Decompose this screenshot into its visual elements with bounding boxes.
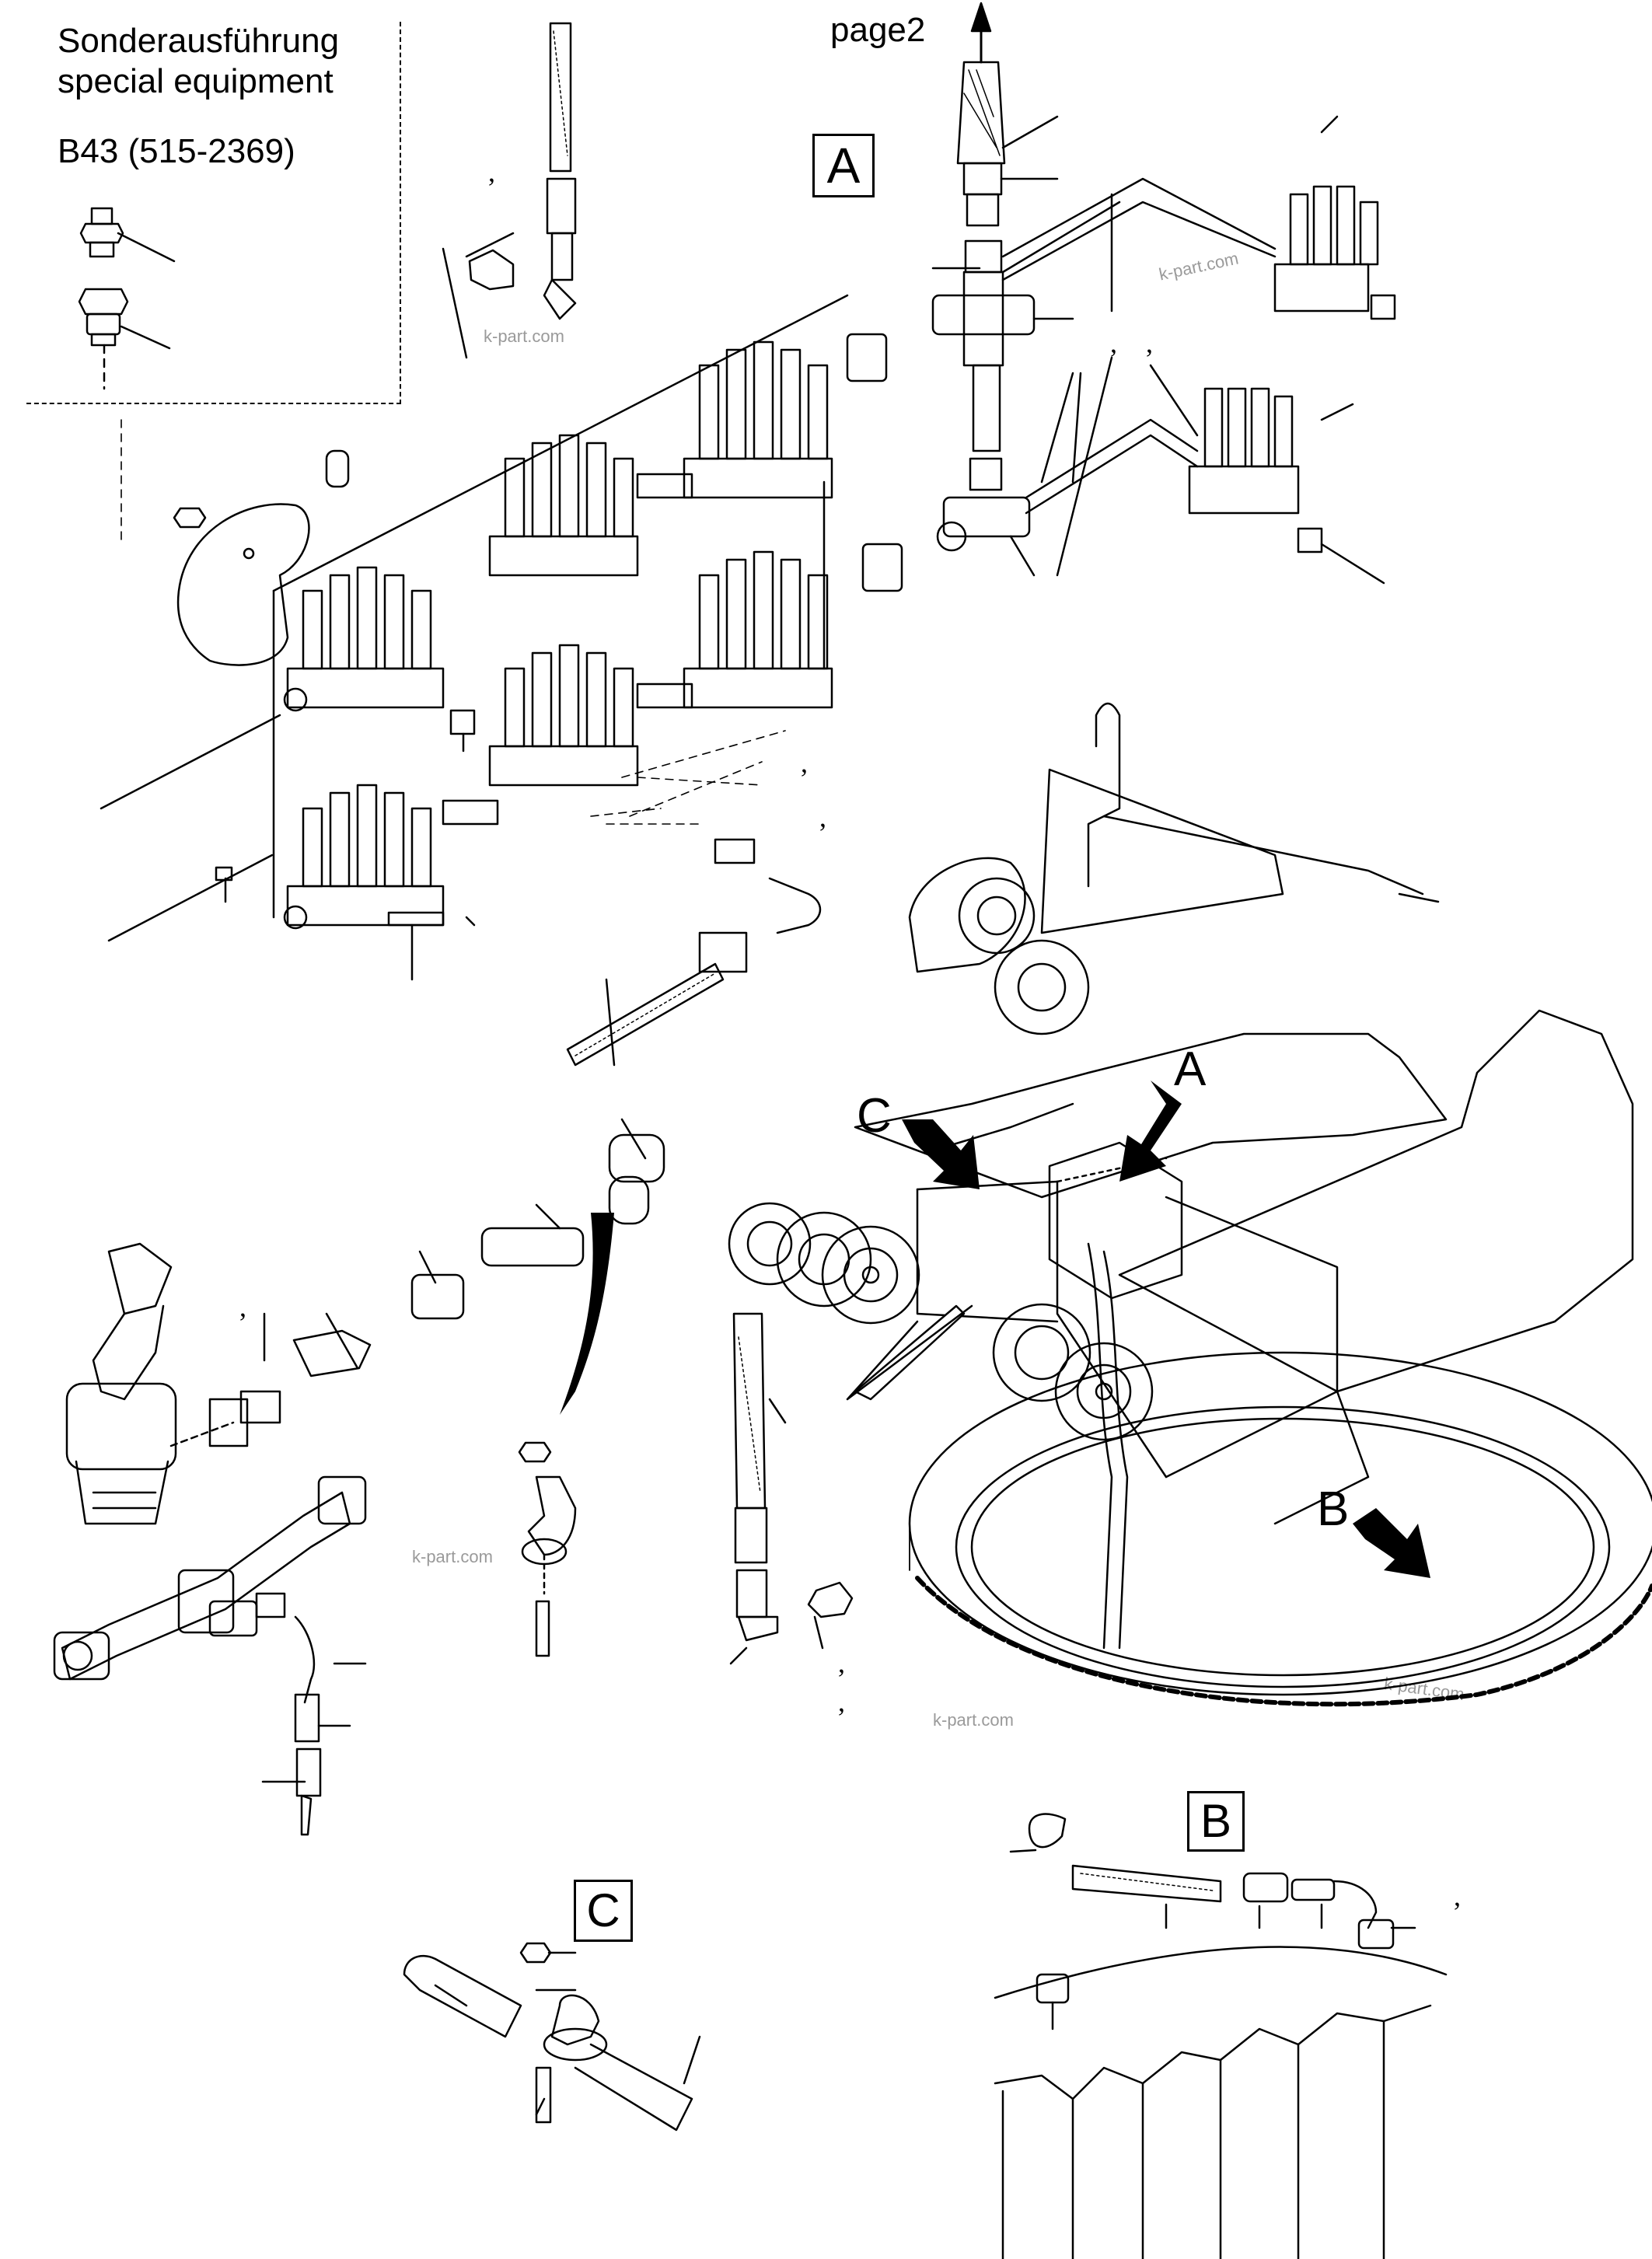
- tick-mark: ,: [1454, 1880, 1461, 1912]
- watermark: k-part.com: [484, 326, 564, 346]
- detail-box-c[interactable]: C: [574, 1880, 633, 1942]
- detail-c: [403, 1942, 701, 2132]
- slewing-ring: [908, 1351, 1652, 1707]
- hose-lower-middle: [729, 1312, 854, 1665]
- page-reference[interactable]: page2: [830, 11, 926, 49]
- distributor-left-bottom: [283, 784, 445, 930]
- undercarriage-outline: [728, 702, 1634, 1650]
- detail-box-b[interactable]: B: [1187, 1791, 1245, 1852]
- distributor-mid-right: [1188, 387, 1385, 585]
- detail-box-a[interactable]: A: [812, 134, 875, 197]
- special-title-de: Sonderausführung: [58, 22, 340, 60]
- tick-mark: ,: [239, 1291, 246, 1322]
- fitting-chain: [208, 1118, 665, 1447]
- watermark: k-part.com: [933, 1710, 1014, 1730]
- distributor-right-top: [683, 340, 833, 499]
- tee-assembly: [53, 1475, 367, 1836]
- distributor-right-bottom: [683, 550, 833, 709]
- special-equipment-box: Sonderausführung special equipment B43 (…: [26, 22, 401, 404]
- tick-mark: ,: [1146, 327, 1153, 358]
- tick-mark: ,: [488, 156, 495, 187]
- watermark: k-part.com: [412, 1547, 493, 1566]
- distributor-center-top: [488, 434, 639, 577]
- tick-mark: ,: [819, 801, 826, 833]
- special-fitting-large: [78, 288, 171, 390]
- clamp-middle: [518, 1441, 577, 1657]
- distributor-top-right: [1273, 115, 1396, 320]
- special-title-en: special equipment: [58, 62, 334, 100]
- distributor-center-bottom: [488, 644, 639, 787]
- pump: [65, 1242, 235, 1525]
- tick-mark: ,: [1110, 327, 1117, 358]
- distributor-left-top: [283, 566, 445, 712]
- arrow-label-a: A: [1174, 1042, 1207, 1096]
- detail-b: [994, 1813, 1448, 2259]
- special-code: B43 (515-2369): [58, 132, 295, 170]
- tick-mark: ,: [838, 1686, 845, 1717]
- tick-mark: ,: [838, 1647, 845, 1678]
- special-fitting-small: [79, 207, 176, 263]
- tick-mark: ,: [801, 747, 808, 778]
- arrow-label-b: B: [1317, 1482, 1350, 1536]
